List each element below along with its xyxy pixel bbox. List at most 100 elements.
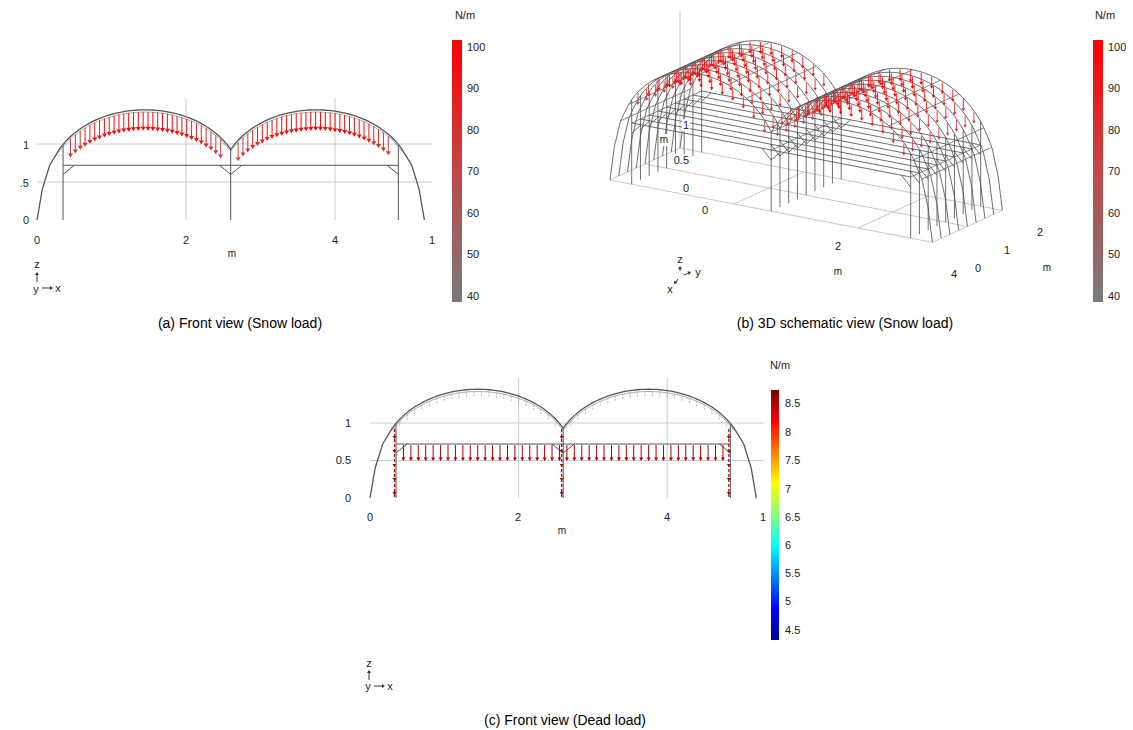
axis-tick: 2 bbox=[514, 511, 522, 524]
snow-load-arrow bbox=[276, 118, 277, 134]
snow-load-arrow bbox=[912, 94, 916, 97]
snow-load-arrow bbox=[850, 84, 851, 94]
dead-load-arrow bbox=[526, 401, 527, 406]
snow-load-arrow bbox=[771, 59, 775, 62]
snow-load-arrow bbox=[92, 138, 97, 142]
snow-load-arrow bbox=[764, 72, 768, 75]
frame-member bbox=[954, 134, 955, 219]
dead-load-arrow bbox=[422, 405, 423, 410]
snow-load-arrow bbox=[709, 71, 710, 81]
snow-load-arrow bbox=[136, 127, 141, 131]
snow-load-arrow bbox=[89, 125, 90, 141]
dead-load-arrow bbox=[572, 458, 576, 462]
snow-load-arrow bbox=[865, 85, 866, 95]
dead-load-arrow bbox=[713, 458, 717, 462]
colorbar-tick: 50 bbox=[466, 248, 480, 261]
dead-load-arrow bbox=[439, 458, 443, 462]
snow-load-arrow bbox=[761, 112, 765, 115]
snow-load-arrow bbox=[762, 47, 763, 57]
snow-load-arrow bbox=[804, 115, 808, 118]
snow-load-arrow bbox=[944, 94, 945, 104]
snow-load-arrow bbox=[797, 87, 798, 97]
snow-load-arrow bbox=[696, 75, 700, 78]
snow-load-arrow bbox=[78, 146, 83, 150]
colorbar-tick: 40 bbox=[1107, 290, 1121, 303]
snow-load-arrow bbox=[875, 86, 876, 96]
snow-load-arrow bbox=[932, 95, 936, 98]
snow-load-arrow bbox=[893, 94, 897, 97]
snow-load-arrow bbox=[724, 67, 728, 70]
snow-load-arrow bbox=[803, 112, 804, 122]
snow-load-arrow bbox=[839, 111, 843, 114]
snow-load-arrow bbox=[918, 128, 922, 131]
snow-load-arrow bbox=[250, 145, 255, 149]
purlin bbox=[771, 118, 841, 150]
colorbar-tick: 40 bbox=[466, 290, 480, 303]
3d-view-snow bbox=[610, 12, 1103, 302]
snow-load-arrow bbox=[759, 77, 760, 87]
snow-load-arrow bbox=[362, 136, 367, 140]
snow-load-arrow bbox=[701, 75, 702, 85]
dead-load-arrow bbox=[474, 391, 475, 396]
snow-load-arrow bbox=[874, 95, 878, 98]
dead-load-arrow bbox=[684, 458, 688, 462]
triad-axis bbox=[374, 686, 382, 687]
snow-load-arrow bbox=[371, 141, 376, 145]
snow-load-arrow bbox=[257, 127, 258, 142]
snow-load-arrow bbox=[892, 140, 896, 143]
dead-load-arrow bbox=[727, 464, 731, 467]
snow-load-arrow bbox=[787, 114, 788, 124]
dead-load-arrow bbox=[444, 396, 445, 401]
axis-tick: 0.5 bbox=[673, 154, 690, 167]
dead-load-arrow bbox=[652, 391, 653, 396]
dead-load-arrow bbox=[520, 458, 524, 462]
snow-load-arrow bbox=[131, 127, 136, 131]
dead-load-arrow bbox=[560, 436, 564, 439]
snow-load-arrow bbox=[313, 127, 318, 131]
snow-load-arrow bbox=[840, 90, 841, 100]
snow-load-arrow bbox=[902, 90, 906, 93]
snow-load-arrow bbox=[741, 59, 745, 62]
frame-member bbox=[936, 142, 937, 227]
snow-load-arrow bbox=[787, 77, 788, 87]
snow-load-arrow bbox=[699, 84, 703, 87]
snow-load-arrow bbox=[645, 98, 649, 101]
snow-load-arrow bbox=[845, 90, 846, 100]
snow-load-arrow bbox=[777, 124, 778, 134]
snow-load-arrow bbox=[116, 130, 121, 134]
snow-load-arrow bbox=[657, 80, 658, 90]
snow-load-arrow bbox=[697, 66, 698, 76]
snow-load-arrow bbox=[789, 118, 793, 121]
dead-load-arrow bbox=[488, 392, 489, 397]
snow-load-arrow bbox=[141, 127, 146, 131]
colorbar-tick: 7 bbox=[784, 483, 792, 496]
triad-label: z bbox=[365, 657, 373, 670]
dead-load-arrow bbox=[453, 458, 457, 462]
snow-load-arrow bbox=[893, 78, 894, 88]
snow-load-arrow bbox=[738, 84, 742, 87]
dead-load-arrow bbox=[589, 445, 590, 458]
snow-load-arrow bbox=[823, 75, 824, 85]
snow-load-arrow bbox=[930, 86, 934, 89]
snow-load-arrow bbox=[963, 99, 964, 109]
snow-load-arrow bbox=[809, 104, 810, 114]
snow-load-arrow bbox=[869, 114, 873, 117]
frame-member bbox=[901, 175, 910, 187]
snow-load-arrow bbox=[898, 102, 899, 112]
snow-load-arrow bbox=[788, 91, 789, 101]
triad-label: x bbox=[54, 282, 62, 295]
snow-load-arrow bbox=[973, 112, 974, 122]
snow-load-arrow bbox=[780, 95, 781, 105]
snow-load-arrow bbox=[741, 85, 742, 95]
dead-load-arrow bbox=[611, 445, 612, 458]
snow-load-arrow bbox=[873, 81, 874, 91]
colorbar-tick: 100 bbox=[466, 41, 486, 54]
panel-caption: (a) Front view (Snow load) bbox=[157, 315, 323, 331]
frame-member bbox=[37, 110, 424, 220]
snow-load-arrow bbox=[900, 69, 901, 79]
frame-member bbox=[63, 165, 398, 166]
snow-load-arrow bbox=[889, 70, 890, 80]
dead-load-arrow bbox=[410, 445, 411, 458]
snow-load-arrow bbox=[886, 106, 890, 109]
snow-load-arrow bbox=[818, 111, 822, 114]
